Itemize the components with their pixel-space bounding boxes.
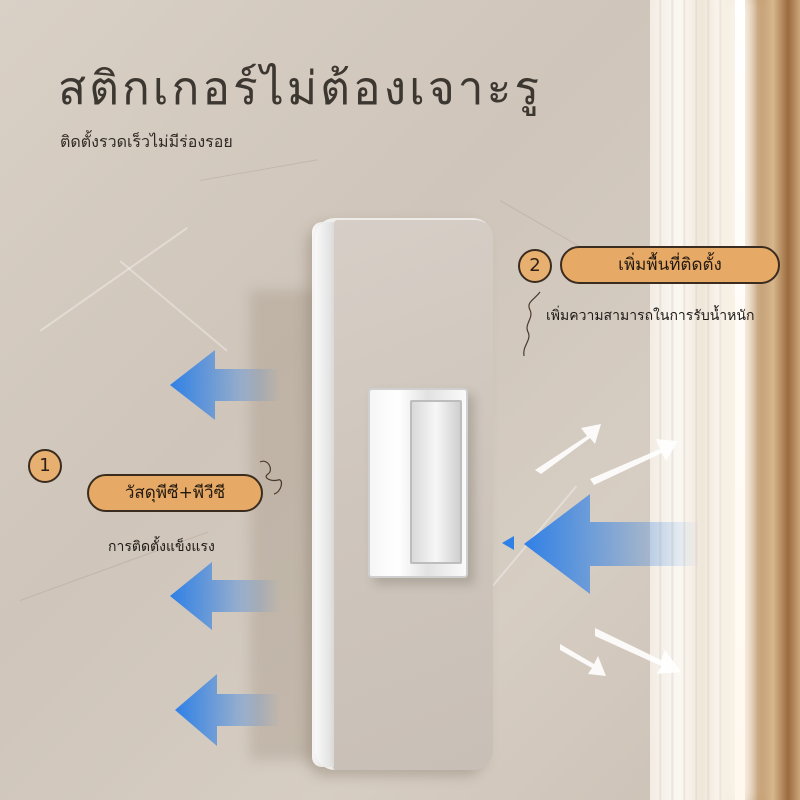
hook-slot [410,400,462,564]
sticker-plate-edge [312,222,334,767]
fluted-wall-panel [650,0,800,800]
arrow-white-icon [560,644,606,676]
decorative-squiggle-icon [523,291,541,357]
feature-2-caption: เพิ่มความสามารถในการรับน้ำหนัก [546,308,755,324]
callout-number-2: 2 [518,249,552,283]
plate-shadow [250,290,320,760]
arrow-left-blue-icon [170,350,280,420]
arrow-white-icon [535,424,601,474]
light-strip [735,0,745,800]
arrow-white-icon [595,628,681,674]
marble-vein [119,260,228,352]
feature-1-label: วัสดุพีซี+พีวีซี [87,474,263,512]
arrow-left-blue-icon [175,674,280,746]
callout-number-1: 1 [28,449,62,483]
feature-1-caption: การติดตั้งแข็งแรง [108,539,215,555]
arrow-white-icon [590,439,678,485]
page-subtitle: ติดตั้งรวดเร็วไม่มีร่องรอย [60,132,233,151]
arrow-left-blue-icon [502,494,700,594]
marble-vein [39,226,189,332]
feature-2-label: เพิ่มพื้นที่ติดตั้ง [560,246,780,284]
marble-vein [199,159,319,181]
arrow-left-blue-icon [170,562,280,630]
page-title: สติกเกอร์ไม่ต้องเจาะรู [58,61,543,115]
decorative-squiggle-icon [259,460,283,495]
